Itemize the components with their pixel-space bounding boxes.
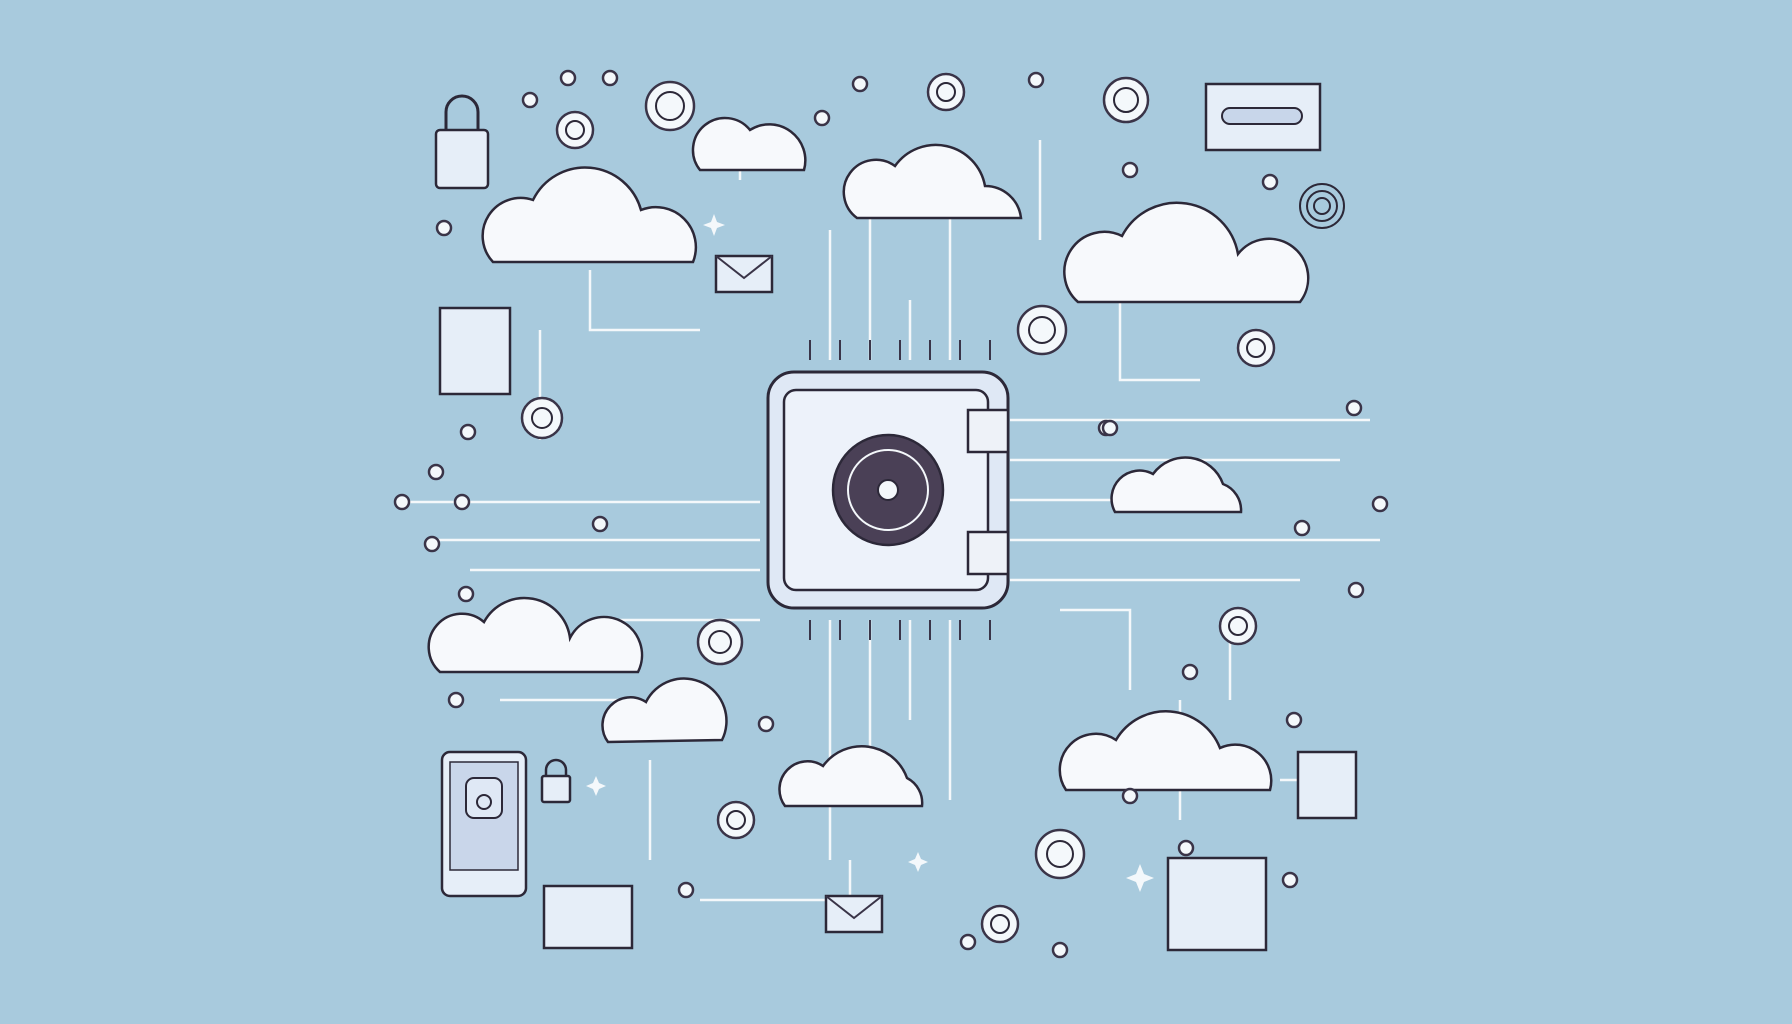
sparkle-icon [586,214,1154,892]
envelope-icon [714,254,884,934]
vault-icon [766,340,1010,640]
target-node-icon [520,72,1276,944]
circuit-lines [400,130,1380,902]
circuit-node-dots [393,69,1389,959]
padlock-icon [434,94,572,804]
phone-icon [440,750,528,898]
fingerprint-icon [1299,183,1345,229]
cloud-icon [427,116,1310,808]
browser-window-icon [438,82,1358,952]
